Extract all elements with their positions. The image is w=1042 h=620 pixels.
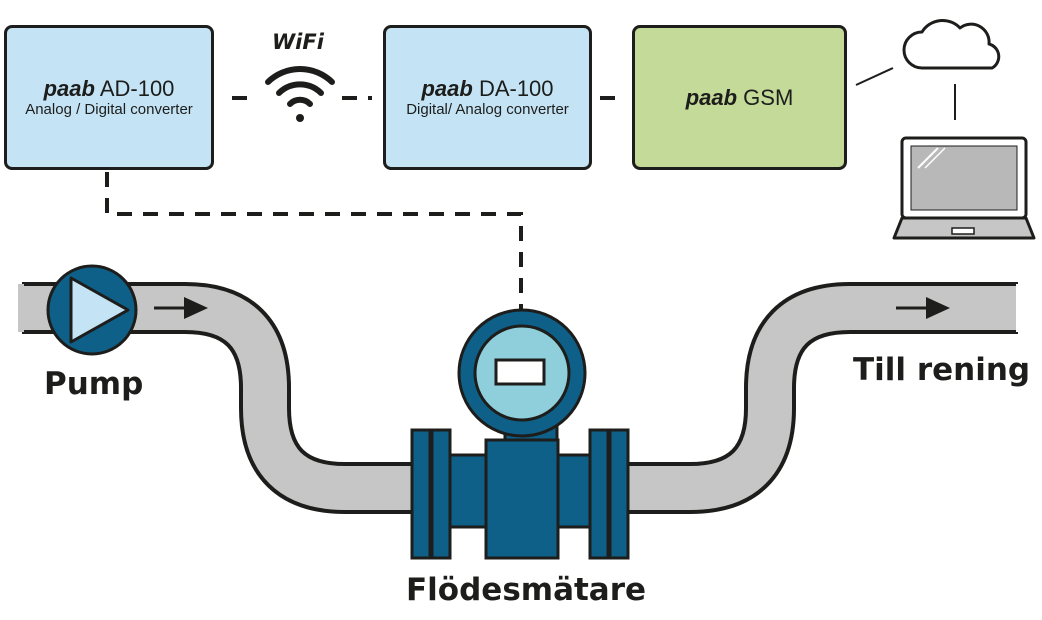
gsm-model: GSM [743, 84, 794, 110]
da100-converter-box: paab DA-100 Digital/ Analog converter [383, 25, 592, 170]
ad100-model: AD-100 [99, 76, 175, 101]
gsm-brand: paab [685, 84, 738, 110]
laptop-icon [892, 136, 1036, 240]
cloud-icon [902, 18, 1001, 70]
ad100-description: Analog / Digital converter [25, 101, 193, 118]
wifi-label: WiFi [272, 30, 324, 54]
wifi-icon [265, 66, 335, 122]
gsm-module-box: paab GSM [632, 25, 847, 170]
flow-arrow-left [154, 297, 208, 319]
pump-icon [46, 264, 138, 356]
flow-arrow-right [896, 297, 950, 319]
flowmeter-label: Flödesmätare [406, 572, 647, 608]
pump-label: Pump [44, 366, 144, 402]
destination-label: Till rening [853, 352, 1031, 388]
dashed-connection-links [105, 96, 626, 314]
da100-brand: paab [421, 76, 473, 101]
da100-description: Digital/ Analog converter [406, 101, 569, 118]
da100-model: DA-100 [478, 76, 554, 101]
flowmeter-icon [410, 308, 630, 560]
ad100-converter-box: paab AD-100 Analog / Digital converter [4, 25, 214, 170]
ad100-brand: paab [43, 76, 95, 101]
